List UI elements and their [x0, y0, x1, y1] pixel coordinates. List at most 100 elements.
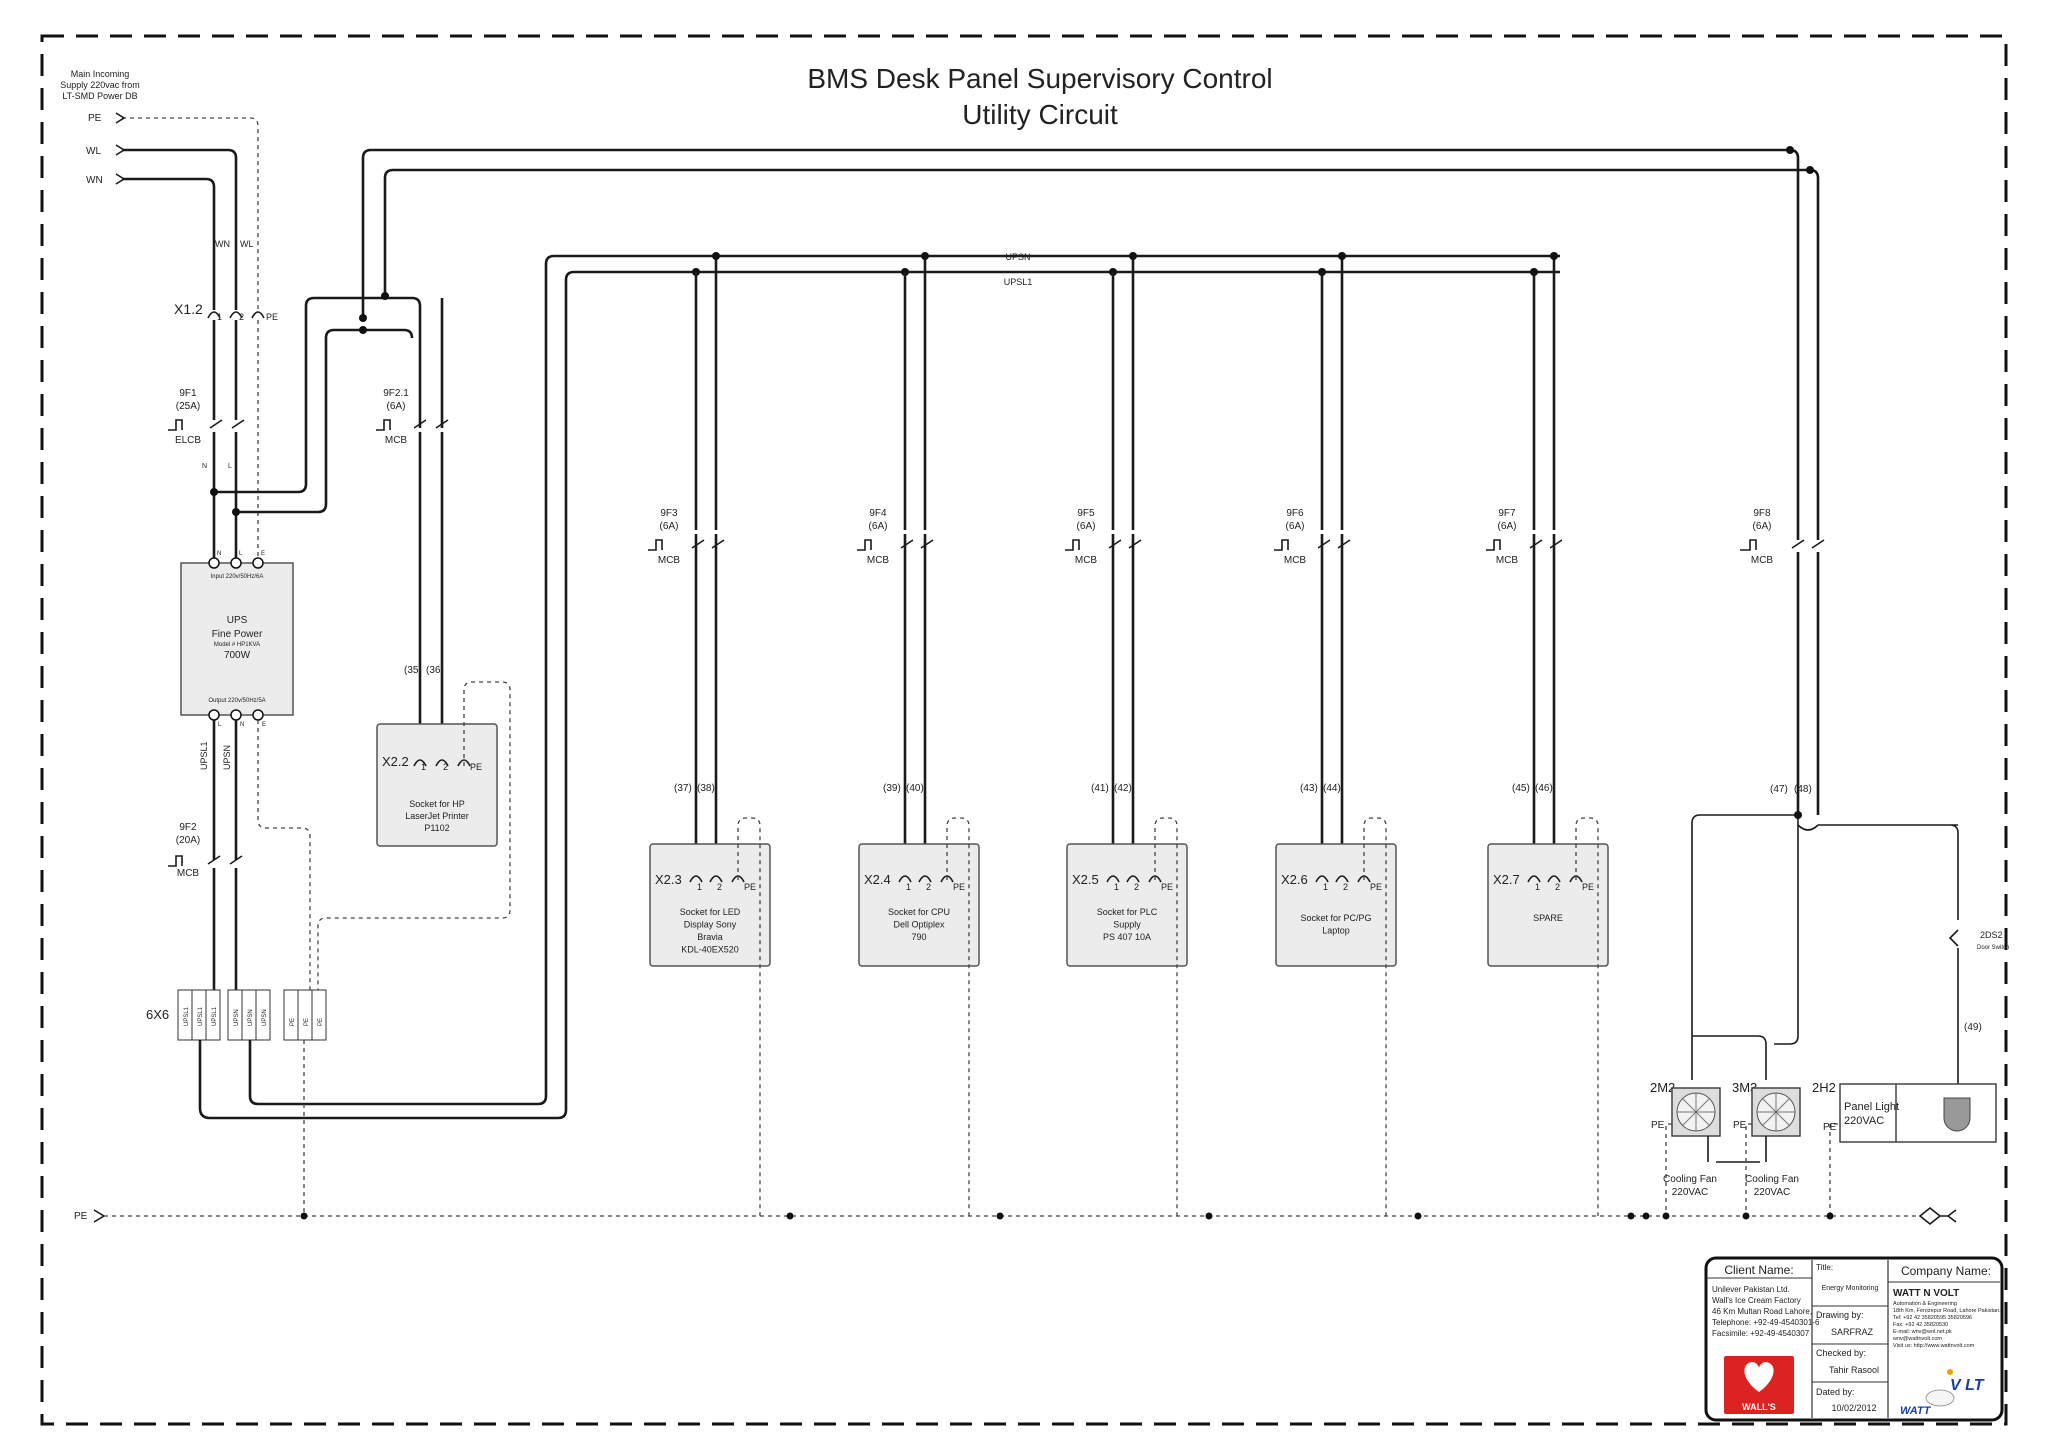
checked-value: Tahir Rasool — [1829, 1365, 1879, 1375]
diagram-title: BMS Desk Panel Supervisory Control — [807, 63, 1272, 94]
wire-number: (39) — [883, 783, 901, 794]
wire-number: (46) — [1535, 783, 1553, 794]
wire-number: (43) — [1300, 783, 1318, 794]
svg-text:Tel: +92 42 35820595 35820596: Tel: +92 42 35820595 35820596 — [1893, 1315, 1972, 1321]
dated-label: Dated by: — [1816, 1387, 1855, 1397]
breaker-9F1: 9F1 (25A) ELCB — [175, 388, 201, 446]
svg-text:220VAC: 220VAC — [1844, 1115, 1884, 1127]
svg-text:V LT: V LT — [1950, 1377, 1985, 1394]
title-block: Client Name: Unilever Pakistan Ltd. Wall… — [1704, 1256, 2004, 1422]
svg-text:(20A): (20A) — [176, 835, 200, 846]
socket-desc: Socket for PC/PG — [1300, 913, 1371, 923]
breaker-type: MCB — [867, 555, 890, 566]
svg-text:MCB: MCB — [385, 435, 408, 446]
wire-48: (48) — [1794, 784, 1812, 795]
socket-x2-2-pins: 1 2 PE — [413, 759, 482, 772]
breaker-rating: (6A) — [1286, 521, 1305, 532]
socket-desc: Socket for CPU — [888, 907, 950, 917]
svg-text:Supply 220vac from: Supply 220vac from — [60, 80, 140, 90]
terminal-6x6-label: 6X6 — [146, 1007, 169, 1022]
socket-pin: 1 — [1114, 882, 1119, 892]
svg-text:L: L — [218, 722, 222, 728]
svg-text:UPSN: UPSN — [248, 1009, 254, 1026]
bus-upsn-label: UPSN — [1005, 252, 1030, 262]
svg-text:(25A): (25A) — [176, 401, 200, 412]
svg-text:PE: PE — [304, 1018, 310, 1026]
svg-text:Cooling Fan: Cooling Fan — [1745, 1174, 1799, 1185]
socket-label: X2.5 — [1072, 872, 1099, 887]
breaker-label: 9F3 — [660, 508, 678, 519]
svg-text:Visit us: http://www.wattnvolt: Visit us: http://www.wattnvolt.com — [1893, 1343, 1975, 1349]
pe-rail-junctions — [300, 1212, 1834, 1220]
socket-pin: PE — [1582, 882, 1594, 892]
svg-text:UPSL1: UPSL1 — [198, 1006, 204, 1026]
breaker-rating: (6A) — [660, 521, 679, 532]
fan-2m2-label: 2M2 — [1650, 1080, 1675, 1095]
socket-label: X2.7 — [1493, 872, 1520, 887]
terminal-block-6x6: UPSL1 UPSL1 UPSL1 UPSN UPSN UPSN PE PE P… — [177, 989, 327, 1041]
svg-text:2: 2 — [239, 312, 244, 322]
company-name: WATT N VOLT — [1893, 1288, 1959, 1299]
title-value: Energy Monitoring — [1822, 1285, 1879, 1292]
svg-text:1: 1 — [217, 312, 222, 322]
l-label: L — [228, 463, 232, 470]
svg-text:MCB: MCB — [1751, 555, 1774, 566]
svg-text:2: 2 — [443, 762, 448, 772]
wire-35: (35) — [404, 665, 422, 676]
breaker-9F2: 9F2 (20A) MCB — [176, 822, 200, 879]
terminal-x1-2: 1 2 PE — [207, 311, 278, 322]
socket-label: X2.3 — [655, 872, 682, 887]
socket-pin: PE — [744, 882, 756, 892]
breaker-type: MCB — [1075, 555, 1098, 566]
dated-value: 10/02/2012 — [1831, 1403, 1876, 1413]
wire-number: (45) — [1512, 783, 1530, 794]
svg-text:PE: PE — [1823, 1122, 1837, 1133]
svg-text:ELCB: ELCB — [175, 435, 201, 446]
cooling-fan-3m3 — [1751, 1087, 1801, 1137]
socket-pin: PE — [953, 882, 965, 892]
socket-box — [1487, 843, 1609, 967]
svg-text:Fine Power: Fine Power — [212, 629, 263, 640]
svg-text:MCB: MCB — [177, 868, 200, 879]
svg-text:UPSL1: UPSL1 — [184, 1006, 190, 1026]
svg-text:E: E — [262, 722, 266, 728]
n-label: N — [202, 463, 207, 470]
wire-number: (42) — [1114, 783, 1132, 794]
svg-text:WL: WL — [86, 146, 101, 157]
svg-text:PE: PE — [470, 762, 482, 772]
breaker-label: 9F7 — [1498, 508, 1516, 519]
socket-pin: 2 — [926, 882, 931, 892]
socket-box — [1066, 843, 1188, 967]
fan-3m3-desc: Cooling Fan 220VAC — [1745, 1174, 1799, 1198]
socket-desc: Supply — [1113, 920, 1141, 930]
svg-text:UPSN: UPSN — [234, 1009, 240, 1026]
svg-text:Telephone: +92-49-4540301-6: Telephone: +92-49-4540301-6 — [1712, 1318, 1820, 1327]
svg-text:LT-SMD Power DB: LT-SMD Power DB — [62, 91, 137, 101]
socket-box — [1275, 843, 1397, 967]
drawn-label: Drawing by: — [1816, 1310, 1864, 1320]
svg-text:Automation & Engineering: Automation & Engineering — [1893, 1301, 1957, 1307]
svg-text:(49): (49) — [1964, 1022, 1982, 1033]
breaker-rating: (6A) — [1077, 521, 1096, 532]
socket-pin: 1 — [906, 882, 911, 892]
svg-text:N: N — [217, 551, 221, 557]
socket-desc: Display Sony — [684, 920, 737, 930]
walls-logo: WALL'S — [1724, 1356, 1794, 1414]
socket-pin: 1 — [1323, 882, 1328, 892]
company-label: Company Name: — [1901, 1264, 1991, 1278]
svg-text:220VAC: 220VAC — [1672, 1187, 1709, 1198]
svg-text:Socket for HP: Socket for HP — [409, 799, 465, 809]
incoming-supply-note: Main Incoming Supply 220vac from LT-SMD … — [60, 69, 140, 101]
svg-text:UPSN: UPSN — [262, 1009, 268, 1026]
svg-text:9F2: 9F2 — [179, 822, 197, 833]
svg-text:Door Switch: Door Switch — [1977, 945, 2009, 951]
checked-label: Checked by: — [1816, 1348, 1866, 1358]
socket-pin: 1 — [697, 882, 702, 892]
svg-text:Cooling Fan: Cooling Fan — [1663, 1174, 1717, 1185]
wire-number: (38) — [697, 783, 715, 794]
